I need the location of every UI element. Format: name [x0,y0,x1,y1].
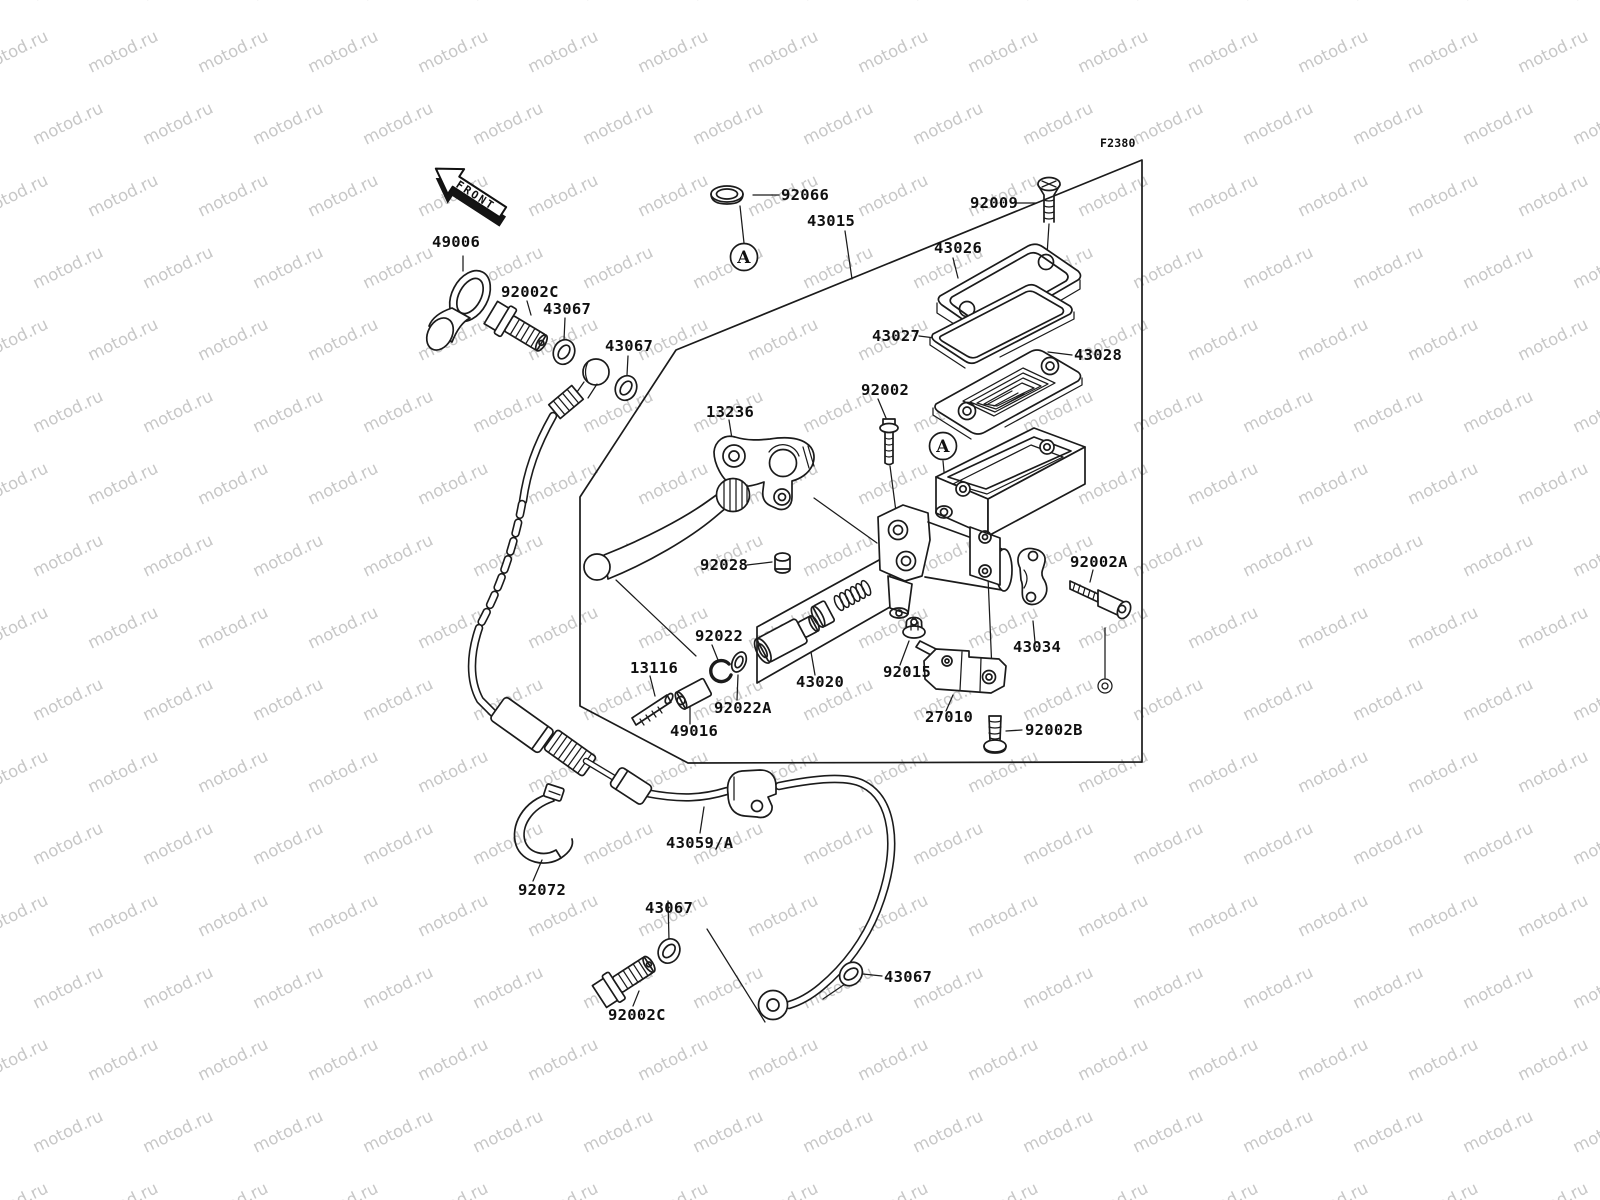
banjo-bolt-92002C-top [483,300,549,352]
front-arrow: FRONT [434,167,508,227]
label-92072: 92072 [518,881,566,899]
washer-43067-4 [838,961,864,987]
washer-43067-1 [552,338,576,366]
label-43067-4: 43067 [884,968,932,986]
screw-92009 [1037,176,1061,223]
label-43028: 43028 [1074,346,1122,364]
nut-92015 [902,616,926,639]
screw-92002B [983,715,1007,754]
rod-13116 [631,692,674,726]
label-92002C-top: 92002C [501,283,559,301]
hose-clamp-92072 [513,783,574,864]
label-92028: 92028 [700,556,748,574]
label-92002A: 92002A [1070,553,1128,571]
clutch-hose-43059 [467,358,896,1021]
label-92009: 92009 [970,194,1018,212]
label-27010: 27010 [925,708,973,726]
label-92022A: 92022A [714,699,772,717]
label-49016: 49016 [670,722,718,740]
bolt-92002 [879,418,899,466]
circlip-92022 [709,658,733,684]
washer-92022A [730,651,748,673]
ref-marker-A1: A [729,242,759,272]
label-43059A: 43059/A [666,834,734,852]
washer-43067-2 [614,374,638,402]
pivot-pin-92028 [774,552,791,574]
boot-49006 [425,269,492,351]
plug-92066 [710,185,744,205]
label-13116: 13116 [630,659,678,677]
label-43067-3: 43067 [645,899,693,917]
master-cylinder-body [877,427,1086,619]
label-92066: 92066 [781,186,829,204]
label-43015: 43015 [807,212,855,230]
label-43067-1: 43067 [543,300,591,318]
label-92002C-bot: 92002C [608,1006,666,1024]
washer-43067-3 [657,937,681,965]
label-43067-2: 43067 [605,337,653,355]
label-43026: 43026 [934,239,982,257]
bushing-49016 [674,677,713,710]
label-43027: 43027 [872,327,920,345]
label-92002: 92002 [861,381,909,399]
label-43034: 43034 [1013,638,1061,656]
ref-a-letter: A [736,248,751,268]
clamp-43034 [1017,547,1048,606]
leader-lines [462,194,1113,1023]
ref-a-letter: A [935,437,950,457]
label-92022: 92022 [695,627,743,645]
part-labels: F2380 49006 92002C 43067 43067 92066 430… [432,136,1136,1024]
label-13236: 13236 [706,403,754,421]
switch-27010 [915,640,1007,694]
label-43020: 43020 [796,673,844,691]
bolt-92002A [1069,580,1132,620]
label-92002B: 92002B [1025,721,1083,739]
label-92015: 92015 [883,663,931,681]
lever-assembly-13236 [583,435,815,581]
ref-marker-A2: A [928,431,958,461]
plate-43027 [929,283,1075,369]
fiche-code: F2380 [1100,136,1136,150]
cap-43026 [936,243,1082,341]
label-49006: 49006 [432,233,480,251]
diaphragm-43028 [932,349,1083,440]
piston-kit-43020 [753,579,872,664]
return-spring [833,579,872,612]
banjo-bolt-92002C-bottom [591,955,656,1009]
